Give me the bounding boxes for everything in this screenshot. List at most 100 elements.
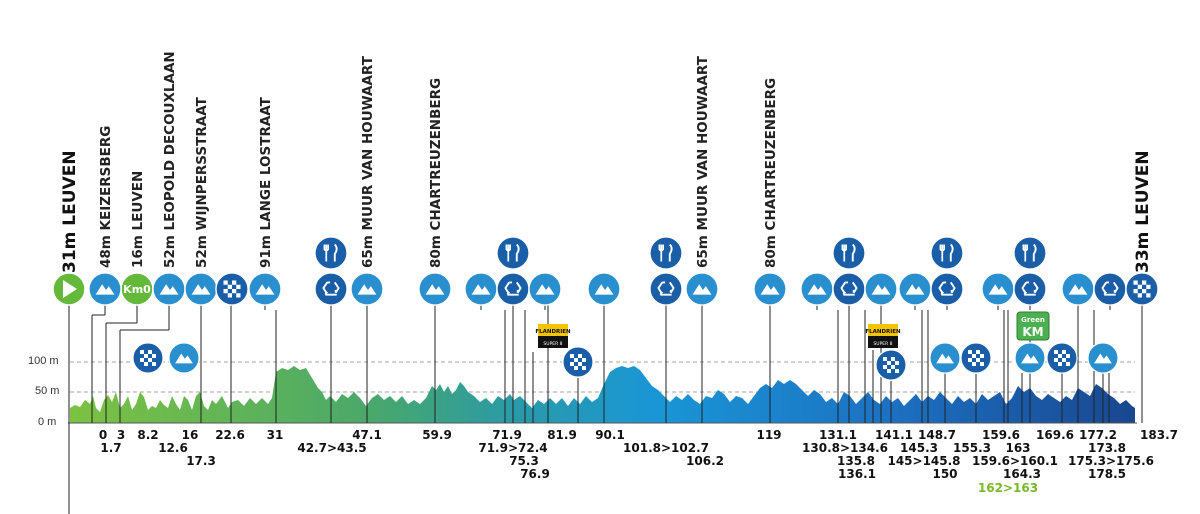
svg-text:FLANDRIEN: FLANDRIEN — [535, 329, 571, 335]
recycle-icon — [1013, 272, 1047, 306]
km-label: 75.3 — [509, 454, 539, 468]
mountain-icon — [1014, 342, 1046, 374]
green-km-badge: Green KM — [1016, 311, 1050, 341]
mountain-icon — [464, 272, 498, 306]
mountain-icon — [981, 272, 1015, 306]
km-label: 76.9 — [520, 467, 550, 481]
climb-label-0: 31m LEUVEN — [60, 150, 80, 273]
mountain-icon — [88, 272, 122, 306]
km-label: 59.9 — [422, 428, 452, 442]
km-label: 81.9 — [547, 428, 577, 442]
km-label: 71.9 — [492, 428, 522, 442]
km-label: 3 — [117, 428, 125, 442]
km-label: 175.3>175.6 — [1068, 454, 1154, 468]
climb-label-9: 80m CHARTREUZENBERG — [763, 78, 779, 268]
km-label: 12.6 — [158, 441, 188, 455]
km-row-3: 17.3 75.3 135.8 145>145.8 164.3 175.3>17… — [186, 454, 1154, 481]
km-label: 164.3 — [1003, 467, 1041, 481]
km-label: 22.6 — [215, 428, 245, 442]
recycle-icon — [314, 272, 348, 306]
feed-zone-icon — [1013, 236, 1047, 270]
km-label: 135.8 — [837, 454, 875, 468]
km-label: 71.9>72.4 — [478, 441, 547, 455]
sponsor-badge-2: FLANDRIEN SUPER 8 — [865, 324, 901, 348]
feed-zone-icon — [832, 236, 866, 270]
mountain-icon — [1087, 342, 1119, 374]
km-label: 177.2 — [1079, 428, 1117, 442]
svg-text:KM: KM — [1022, 325, 1043, 339]
climb-label-10: 33m LEUVEN — [1133, 150, 1153, 273]
climb-label-6: 65m MUUR VAN HOUWAART — [360, 55, 376, 268]
km-label: 150 — [932, 467, 957, 481]
recycle-icon — [649, 272, 683, 306]
km-label: 42.7>43.5 — [297, 441, 366, 455]
km-label: 90.1 — [595, 428, 625, 442]
km-label: 1.7 — [100, 441, 121, 455]
mountain-icon — [350, 272, 384, 306]
recycle-icon — [930, 272, 964, 306]
climb-label-4: 52m WIJNPERSSTRAAT — [194, 96, 210, 268]
mountain-icon — [248, 272, 282, 306]
mountain-icon — [418, 272, 452, 306]
mountain-icon — [800, 272, 834, 306]
km-label: 155.3 — [953, 441, 991, 455]
checkered-flag-icon — [1046, 342, 1078, 374]
km0-icon: Km0 — [120, 272, 154, 306]
climb-label-3: 52m LEOPOLD DECOUXLAAN — [162, 51, 178, 268]
mountain-icon — [184, 272, 218, 306]
svg-text:Green: Green — [1021, 316, 1045, 324]
climb-label-1: 48m KEIZERSBERG — [98, 126, 114, 268]
km-label: 16 — [182, 428, 199, 442]
mountain-icon — [587, 272, 621, 306]
feed-zone-icon — [314, 236, 348, 270]
mountain-icon — [528, 272, 562, 306]
checkered-flag-icon — [132, 342, 164, 374]
recycle-icon — [1093, 272, 1127, 306]
svg-text:SUPER 8: SUPER 8 — [543, 341, 562, 347]
svg-text:SUPER 8: SUPER 8 — [873, 341, 892, 347]
checkered-flag-icon — [215, 272, 249, 306]
feed-zone-icon — [930, 236, 964, 270]
sponsor-badge-1: FLANDRIEN SUPER 8 — [535, 324, 571, 348]
top-icon-row — [88, 236, 1159, 306]
y-label-0: 0 m — [38, 416, 56, 428]
start-icon — [52, 272, 86, 306]
km-label: 8.2 — [137, 428, 158, 442]
mountain-icon — [1061, 272, 1095, 306]
km-label: 141.1 — [875, 428, 913, 442]
checkered-flag-icon — [875, 349, 907, 381]
checkered-flag-icon — [562, 346, 594, 378]
mountain-icon — [898, 272, 932, 306]
recycle-icon — [832, 272, 866, 306]
climb-labels: 31m LEUVEN 48m KEIZERSBERG 16m LEUVEN 52… — [60, 51, 1153, 273]
mountain-icon — [753, 272, 787, 306]
svg-text:Km0: Km0 — [123, 283, 151, 296]
km-label: 31 — [267, 428, 284, 442]
km-label-green: 162>163 — [978, 481, 1038, 495]
km-label: 130.8>134.6 — [802, 441, 888, 455]
elevation-profile — [70, 366, 1135, 423]
km-label: 159.6 — [982, 428, 1020, 442]
mountain-icon — [152, 272, 186, 306]
mountain-icon — [864, 272, 898, 306]
y-label-50: 50 m — [35, 385, 59, 397]
mountain-icon — [168, 342, 200, 374]
km-label: 106.2 — [686, 454, 724, 468]
climb-label-8: 65m MUUR VAN HOUWAART — [695, 55, 711, 268]
checkered-flag-icon — [1125, 272, 1159, 306]
climb-label-7: 80m CHARTREUZENBERG — [428, 78, 444, 268]
km-label: 173.8 — [1088, 441, 1126, 455]
km-row-2: 1.7 12.6 71.9>72.4 106.2 130.8>134.6 145… — [100, 441, 1126, 468]
km-label: 47.1 — [352, 428, 382, 442]
km-label: 131.1 — [819, 428, 857, 442]
km-label: 183.7 — [1140, 428, 1178, 442]
svg-text:FLANDRIEN: FLANDRIEN — [865, 329, 901, 335]
recycle-icon — [496, 272, 530, 306]
mountain-icon — [685, 272, 719, 306]
km-label: 178.5 — [1088, 467, 1126, 481]
y-label-100: 100 m — [28, 355, 59, 367]
km-row-4: 76.9 136.1 150 178.5 162>163 — [520, 467, 1126, 495]
feed-zone-icon — [649, 236, 683, 270]
km-label: 169.6 — [1036, 428, 1074, 442]
